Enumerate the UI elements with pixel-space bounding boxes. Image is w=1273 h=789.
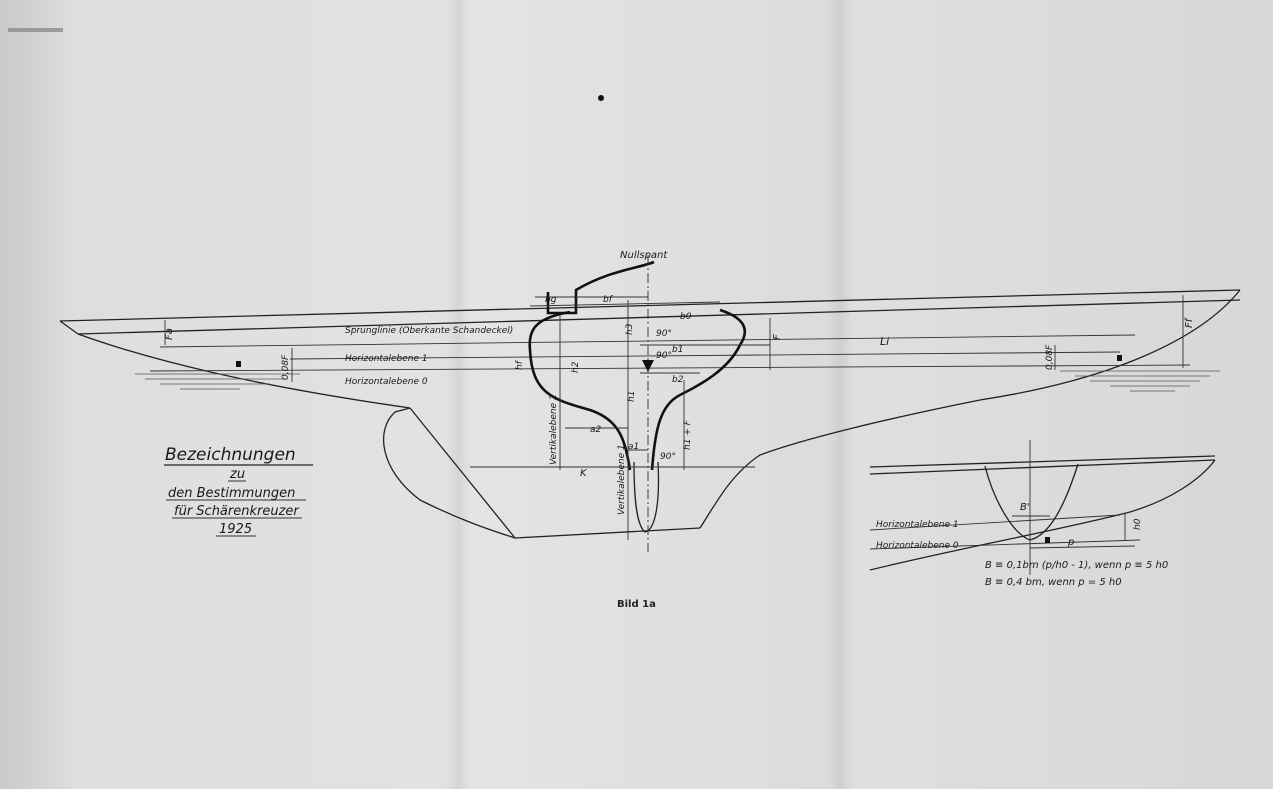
title-line-4: für Schärenkreuzer	[174, 504, 300, 519]
figure-caption: Bild 1a	[617, 599, 656, 610]
inset-horizontalebene-0-label: Horizontalebene 0	[876, 541, 959, 551]
title-line-5: 1925	[219, 522, 252, 537]
waterline-hatching-right	[1060, 370, 1220, 392]
waterline-hatching-left	[135, 373, 300, 390]
ink-dot	[598, 95, 604, 101]
bf-label: bf	[603, 295, 614, 305]
inset-formula-2: B ≡ 0,4 bm, wenn p = 5 h0	[985, 577, 1122, 588]
a1-label: a1	[628, 442, 639, 452]
angle-90-top: 90°	[656, 329, 672, 339]
bow-tip	[59, 320, 79, 335]
horizontalebene-1-label: Horizontalebene 1	[345, 354, 428, 364]
inset-detail	[869, 440, 1216, 575]
horizontalebene-0-label: Horizontalebene 0	[345, 377, 428, 387]
stern-profile	[699, 289, 1241, 529]
inset-b-prime-label: B'	[1020, 502, 1030, 513]
keel-leading-edge	[409, 407, 516, 539]
inset-horizontalebene-0-line	[869, 539, 1141, 550]
b1-label: b1	[672, 345, 683, 355]
section-half-right	[650, 308, 746, 471]
bg-label: bg	[545, 295, 557, 305]
li-label: Li	[880, 335, 889, 348]
keel-outline	[382, 407, 701, 539]
coaming	[546, 260, 655, 315]
marker-aft	[1117, 355, 1122, 361]
f008b-label: 0,08F	[1045, 344, 1055, 370]
inset-section-curve	[984, 463, 1079, 541]
sprunglinie-label: Sprunglinie (Oberkante Schandeckel)	[345, 326, 513, 336]
title-line-1: Bezeichnungen	[165, 445, 296, 465]
inset-marker	[1045, 537, 1050, 543]
section-half-left	[528, 310, 632, 471]
hf-label: hf	[515, 359, 525, 370]
vertikalebene-1-label: Vertikalebene 1	[617, 444, 627, 515]
a2-label: a2	[590, 425, 602, 435]
sheer-line-top	[59, 289, 1241, 322]
inset-h0-label: h0	[1133, 518, 1143, 530]
h2-label: h2	[571, 361, 581, 373]
inset-hull-profile	[869, 459, 1216, 571]
sprunglinie-line	[77, 299, 1241, 335]
angle-90-keel: 90°	[660, 452, 676, 462]
fin-keel-section	[633, 461, 660, 533]
marker-fore	[236, 361, 241, 367]
h3-label: h3	[625, 323, 635, 335]
horizontalebene-0-line	[149, 364, 1191, 372]
b0-line	[529, 301, 721, 307]
inset-p-line	[1029, 545, 1136, 549]
corner-mark	[8, 28, 63, 32]
inset-horizontalebene-1-label: Horizontalebene 1	[876, 520, 959, 530]
inset-deck-line	[869, 455, 1216, 468]
inset-formula-1: B ≡ 0,1bm (p/h0 - 1), wenn p ≡ 5 h0	[985, 560, 1168, 571]
f-label: F	[772, 334, 783, 340]
inset-p-label: p	[1067, 537, 1074, 548]
h1-label: h1	[627, 391, 637, 402]
b0-label: b0	[680, 312, 692, 322]
ff-label: Ff	[1184, 317, 1195, 328]
inset-horizontalebene-1-line	[869, 514, 1121, 531]
waterline-arrow	[642, 360, 654, 372]
vertikalebene-2-label: Vertikalebene 2	[549, 394, 559, 465]
h1f-label: h1 + F	[683, 419, 693, 450]
b2-label: b2	[672, 375, 684, 385]
angle-90-mid: 90°	[656, 351, 672, 361]
title-line-3: den Bestimmungen	[168, 486, 295, 501]
k-label: K	[580, 468, 588, 479]
bow-underwater-profile	[77, 333, 411, 409]
reference-line-mid	[289, 351, 1121, 360]
title-line-2: zu	[229, 467, 245, 482]
horizontalebene-1-line	[159, 334, 1136, 348]
f008a-label: 0,08F	[281, 354, 291, 380]
fa-label: Fa	[164, 328, 175, 340]
nullspant-label: Nullspant	[620, 250, 668, 261]
